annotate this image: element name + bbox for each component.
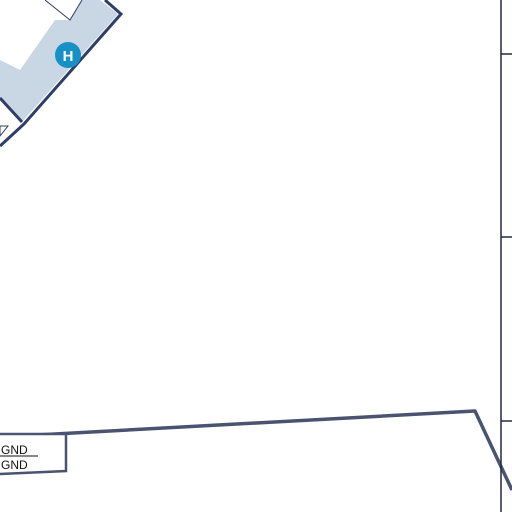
building-outline-right [0,0,124,148]
building-inner-outline [44,0,83,21]
frequency-label-2: GND [1,458,28,472]
helipad-label: H [63,48,74,65]
frequency-box: GND GND [0,432,68,476]
airport-boundary-road [0,409,512,491]
helipad-icon [55,42,81,68]
frequency-label-1: GND [1,443,28,457]
building-outline-lower [0,96,24,124]
building-block [0,0,124,148]
frequency-box-outline [0,432,68,476]
helipad-marker: H [55,42,81,68]
map-right-border [500,0,512,512]
building-lower-sliver [0,125,10,137]
building-inner-area [0,0,82,70]
